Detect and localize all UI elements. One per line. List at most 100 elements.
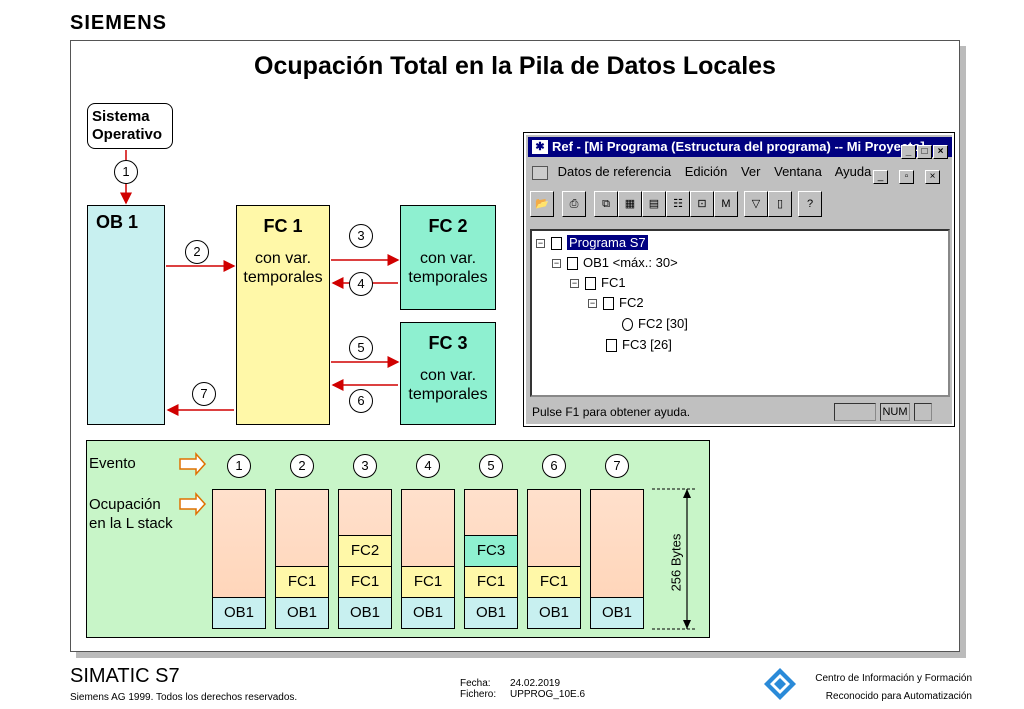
fc3-sub: con var. temporales xyxy=(408,367,488,403)
page-icon[interactable]: ▯ xyxy=(768,191,792,217)
event-circle-2: 2 xyxy=(290,454,314,478)
stack-cell: OB1 xyxy=(213,597,265,628)
close-button[interactable]: × xyxy=(933,145,948,159)
step-circle-5: 5 xyxy=(349,336,373,360)
stack-cell: FC3 xyxy=(465,535,517,566)
print-icon[interactable]: ⎙ xyxy=(562,191,586,217)
step-circle-2: 2 xyxy=(185,240,209,264)
menu-datos[interactable]: Datos de referencia xyxy=(557,164,672,179)
bytes-dimension xyxy=(652,488,696,630)
copyright: Siemens AG 1999. Todos los derechos rese… xyxy=(70,692,298,703)
maximize-button[interactable]: □ xyxy=(917,145,932,159)
doc-minimize-button[interactable]: _ xyxy=(873,170,888,184)
step-circle-6: 6 xyxy=(349,389,373,413)
menu-ventana[interactable]: Ventana xyxy=(774,164,822,179)
view5-icon[interactable]: ⊡ xyxy=(690,191,714,217)
occupation-arrow-icon xyxy=(179,492,207,516)
event-arrow-icon xyxy=(179,452,207,476)
stack-cell: OB1 xyxy=(528,597,580,628)
doc-restore-button[interactable]: ▫ xyxy=(899,170,914,184)
page-title: Ocupación Total en la Pila de Datos Loca… xyxy=(254,52,776,80)
product-name: SIMATIC S7 xyxy=(70,665,180,687)
window-title: Ref - [Mi Programa (Estructura del progr… xyxy=(552,139,925,154)
filter-icon[interactable]: ▽ xyxy=(744,191,768,217)
menu-ver[interactable]: Ver xyxy=(740,164,761,179)
stack-column-1: OB1 xyxy=(212,489,266,629)
doc-close-button[interactable]: × xyxy=(925,170,940,184)
tree-node-fc2[interactable]: −FC2 xyxy=(588,295,644,311)
stack-cell: OB1 xyxy=(339,597,391,628)
stack-cell: OB1 xyxy=(402,597,454,628)
fecha-label: Fecha: xyxy=(460,678,491,689)
event-circle-4: 4 xyxy=(416,454,440,478)
stack-cell: FC1 xyxy=(339,566,391,597)
stack-cell: OB1 xyxy=(591,597,643,628)
window-titlebar[interactable]: ✱ Ref - [Mi Programa (Estructura del pro… xyxy=(528,137,952,159)
system-box: Sistema Operativo xyxy=(87,103,173,149)
fc2-sub: con var. temporales xyxy=(408,250,488,286)
toolbar: 📂 ⎙ ⧉ ▦ ▤ ☷ ⊡ M ▽ ▯ ? xyxy=(530,189,950,221)
menu-ayuda[interactable]: Ayuda xyxy=(834,164,872,179)
stack-cell: FC1 xyxy=(465,566,517,597)
center-line-2: Reconocido para Automatización xyxy=(825,691,972,702)
menu-edicion[interactable]: Edición xyxy=(684,164,728,179)
view3-icon[interactable]: ▤ xyxy=(642,191,666,217)
step-circle-1: 1 xyxy=(114,160,138,184)
fichero-value: UPPROG_10E.6 xyxy=(510,689,586,700)
fc3-title: FC 3 xyxy=(428,333,468,353)
program-tree: −Programa S7 −OB1 <máx.: 30> −FC1 −FC2 F… xyxy=(530,229,950,397)
occupation-label: Ocupación en la L stack xyxy=(89,496,173,532)
fc3-block: FC 3 con var. temporales xyxy=(400,322,496,425)
tree-node-programa[interactable]: −Programa S7 xyxy=(536,235,648,251)
stack-cell: FC1 xyxy=(276,566,328,597)
app-icon: ✱ xyxy=(532,140,548,154)
ob1-title: OB 1 xyxy=(96,212,139,232)
fc2-block: FC 2 con var. temporales xyxy=(400,205,496,310)
event-circle-3: 3 xyxy=(353,454,377,478)
view6-icon[interactable]: M xyxy=(714,191,738,217)
tree-node-ob1[interactable]: −OB1 <máx.: 30> xyxy=(552,255,678,271)
center-logo-icon xyxy=(764,668,796,700)
bytes-label: 256 Bytes xyxy=(668,533,684,592)
view1-icon[interactable]: ⧉ xyxy=(594,191,618,217)
step-circle-7: 7 xyxy=(192,382,216,406)
doc-icon[interactable] xyxy=(532,165,548,180)
event-label: Evento xyxy=(89,455,136,472)
stack-column-7: OB1 xyxy=(590,489,644,629)
fecha-value: 24.02.2019 xyxy=(510,678,561,689)
tree-node-fc3[interactable]: FC3 [26] xyxy=(606,337,672,353)
stack-cell: FC1 xyxy=(402,566,454,597)
fc1-block: FC 1 con var. temporales xyxy=(236,205,330,425)
tree-node-fc1[interactable]: −FC1 xyxy=(570,275,626,291)
orange-arrows xyxy=(179,452,207,516)
step-circle-4: 4 xyxy=(349,272,373,296)
tree-node-fc2-30[interactable]: FC2 [30] xyxy=(622,316,688,332)
stack-cell: FC2 xyxy=(339,535,391,566)
fc1-title: FC 1 xyxy=(263,216,303,236)
reference-window[interactable]: ✱ Ref - [Mi Programa (Estructura del pro… xyxy=(523,132,955,427)
stack-cell: OB1 xyxy=(465,597,517,628)
open-icon[interactable]: 📂 xyxy=(530,191,554,217)
minimize-button[interactable]: _ xyxy=(901,145,916,159)
stack-cell: FC1 xyxy=(528,566,580,597)
status-num: NUM xyxy=(880,403,910,421)
fc2-title: FC 2 xyxy=(428,216,468,236)
event-circle-7: 7 xyxy=(605,454,629,478)
center-line-1: Centro de Información y Formación xyxy=(815,673,972,684)
event-circle-5: 5 xyxy=(479,454,503,478)
view4-icon[interactable]: ☷ xyxy=(666,191,690,217)
status-text: Pulse F1 para obtener ayuda. xyxy=(532,405,691,419)
ob1-block: OB 1 xyxy=(87,205,165,425)
help-icon[interactable]: ? xyxy=(798,191,822,217)
menu-bar: Datos de referencia Edición Ver Ventana … xyxy=(528,161,952,184)
fc1-sub: con var. temporales xyxy=(243,250,323,286)
status-panel-small xyxy=(914,403,932,421)
stack-cell: OB1 xyxy=(276,597,328,628)
step-circle-3: 3 xyxy=(349,224,373,248)
view2-icon[interactable]: ▦ xyxy=(618,191,642,217)
